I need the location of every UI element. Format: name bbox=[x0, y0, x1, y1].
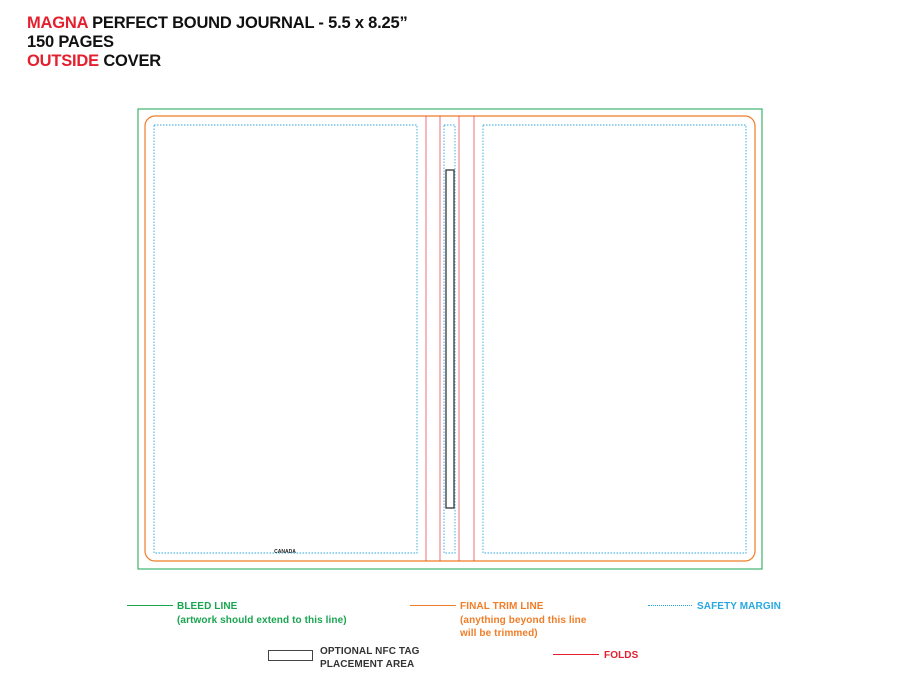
back-cover-label: CANADA bbox=[274, 549, 296, 555]
safety-margin-back-cover bbox=[153, 124, 418, 554]
page-count: 150 PAGES bbox=[27, 33, 114, 51]
cover-side-highlight: OUTSIDE bbox=[27, 52, 99, 70]
safety-margin-front-cover bbox=[482, 124, 747, 554]
bleed-line-legend-note: (artwork should extend to this line) bbox=[177, 615, 347, 626]
trim-line bbox=[144, 115, 756, 562]
cover-side-rest: COVER bbox=[98, 52, 162, 70]
nfc-legend-line-1: OPTIONAL NFC TAG bbox=[320, 646, 420, 657]
brand-name: MAGNA bbox=[27, 14, 88, 32]
folds-legend-title: FOLDS bbox=[604, 650, 639, 661]
trim-line-legend-title: FINAL TRIM LINE bbox=[460, 601, 544, 612]
safety-margin-legend-title: SAFETY MARGIN bbox=[697, 601, 781, 612]
folds-swatch bbox=[553, 654, 599, 655]
nfc-tag-placement-area bbox=[445, 169, 455, 509]
bleed-line-legend-title: BLEED LINE bbox=[177, 601, 238, 612]
nfc-legend-line-2: PLACEMENT AREA bbox=[320, 659, 415, 670]
trim-line-legend-note-1: (anything beyond this line bbox=[460, 615, 587, 626]
safety-margin-spine bbox=[443, 124, 456, 554]
bleed-line bbox=[137, 108, 763, 570]
nfc-tag-swatch bbox=[268, 650, 313, 661]
trim-line-legend-note-2: will be trimmed) bbox=[460, 628, 538, 639]
product-name: PERFECT BOUND JOURNAL - 5.5 x 8.25” bbox=[87, 14, 408, 32]
cover-side-title: OUTSIDE COVER bbox=[27, 52, 408, 71]
template-header: MAGNA PERFECT BOUND JOURNAL - 5.5 x 8.25… bbox=[27, 14, 408, 71]
product-title: MAGNA PERFECT BOUND JOURNAL - 5.5 x 8.25… bbox=[27, 14, 408, 33]
bleed-line-swatch bbox=[127, 605, 173, 606]
trim-line-swatch bbox=[410, 605, 456, 606]
safety-margin-swatch bbox=[648, 605, 692, 606]
